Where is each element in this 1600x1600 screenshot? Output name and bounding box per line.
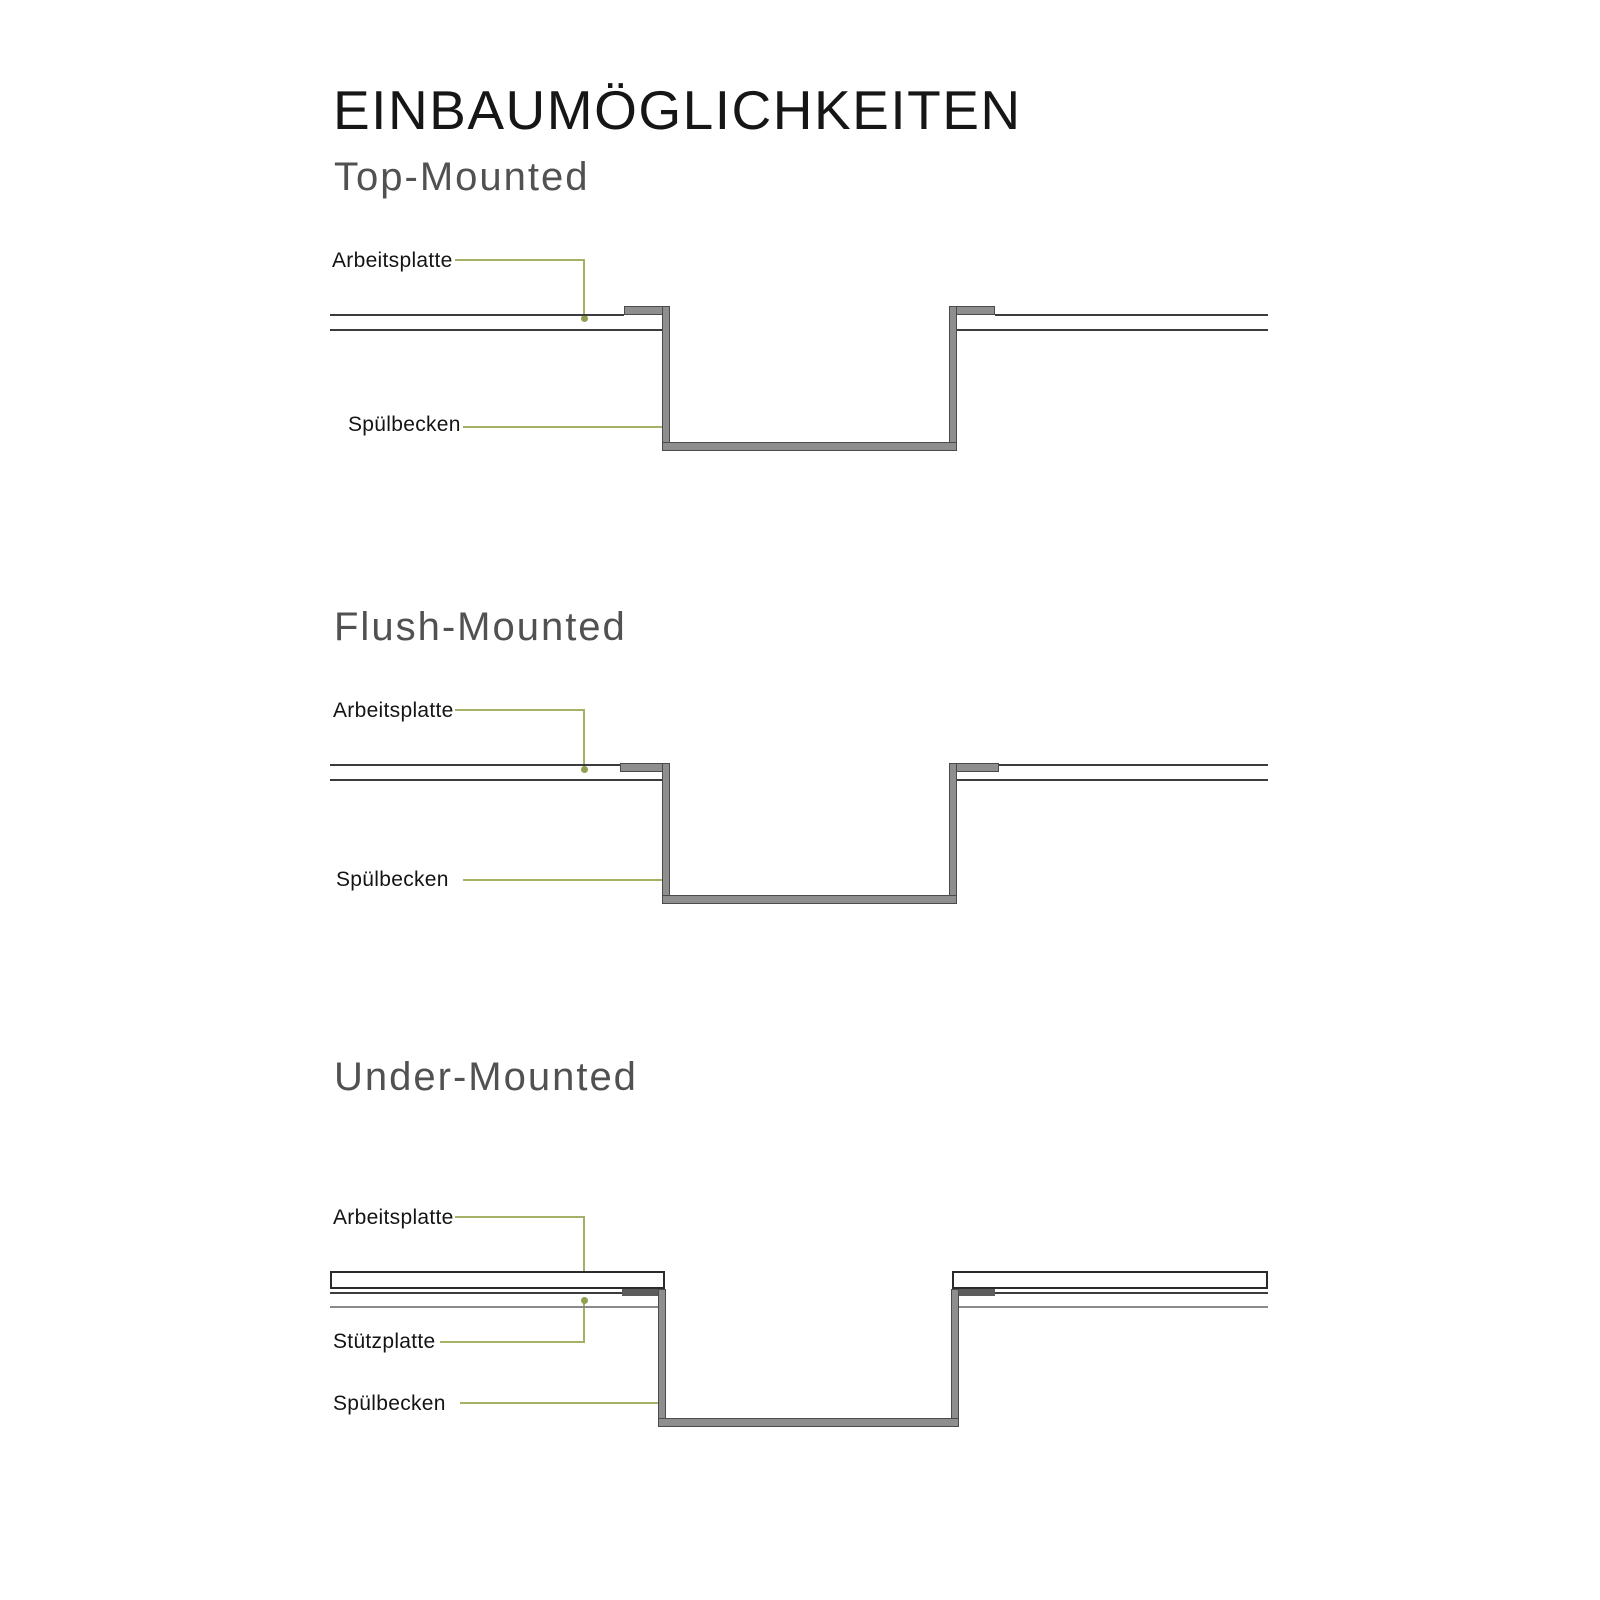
support-plate-bottom-line	[959, 1306, 1268, 1308]
countertop-slab	[330, 1271, 665, 1289]
countertop-top-line	[330, 764, 620, 766]
leader-line	[455, 259, 585, 261]
label-spuelbecken: Spülbecken	[336, 868, 449, 891]
sink-bottom	[662, 442, 957, 451]
heading-top-mounted: Top-Mounted	[334, 155, 590, 199]
countertop-slab	[952, 1271, 1268, 1289]
support-plate-bottom-line	[330, 1306, 658, 1308]
countertop-bottom-line	[330, 779, 662, 781]
support-plate-top-line	[330, 1292, 622, 1294]
heading-flush-mounted: Flush-Mounted	[334, 605, 627, 649]
page-title: EINBAUMÖGLICHKEITEN	[333, 79, 1022, 141]
leader-line	[455, 709, 585, 711]
sink-wall	[662, 763, 670, 904]
sink-wall	[949, 306, 957, 451]
leader-line	[463, 426, 663, 428]
sink-flange	[951, 1289, 995, 1296]
sink-bottom	[658, 1418, 959, 1427]
support-plate-top-line	[995, 1292, 1268, 1294]
heading-under-mounted: Under-Mounted	[334, 1055, 638, 1099]
label-spuelbecken: Spülbecken	[333, 1392, 446, 1415]
sink-flange	[622, 1289, 666, 1296]
countertop-bottom-line	[957, 779, 1268, 781]
countertop-bottom-line	[330, 329, 662, 331]
leader-line	[583, 1216, 585, 1276]
leader-dot	[581, 1297, 588, 1304]
sink-wall	[951, 1289, 959, 1427]
leader-dot	[581, 315, 588, 322]
countertop-top-line	[330, 314, 624, 316]
sink-flange	[950, 763, 999, 772]
leader-line	[460, 1402, 659, 1404]
label-arbeitsplatte: Arbeitsplatte	[332, 249, 453, 272]
leader-line	[455, 1216, 585, 1218]
label-arbeitsplatte: Arbeitsplatte	[333, 1206, 454, 1229]
leader-line	[583, 709, 585, 767]
leader-line	[583, 259, 585, 316]
label-arbeitsplatte: Arbeitsplatte	[333, 699, 454, 722]
leader-line	[463, 879, 663, 881]
label-stuetzplatte: Stützplatte	[333, 1330, 436, 1353]
sink-wall	[658, 1289, 666, 1427]
label-spuelbecken: Spülbecken	[348, 413, 461, 436]
leader-line	[583, 1301, 585, 1343]
sink-wall	[662, 306, 670, 451]
countertop-top-line	[995, 314, 1268, 316]
leader-line	[440, 1341, 585, 1343]
leader-dot	[581, 766, 588, 773]
countertop-bottom-line	[957, 329, 1268, 331]
sink-wall	[949, 763, 957, 904]
sink-bottom	[662, 895, 957, 904]
countertop-top-line	[999, 764, 1268, 766]
